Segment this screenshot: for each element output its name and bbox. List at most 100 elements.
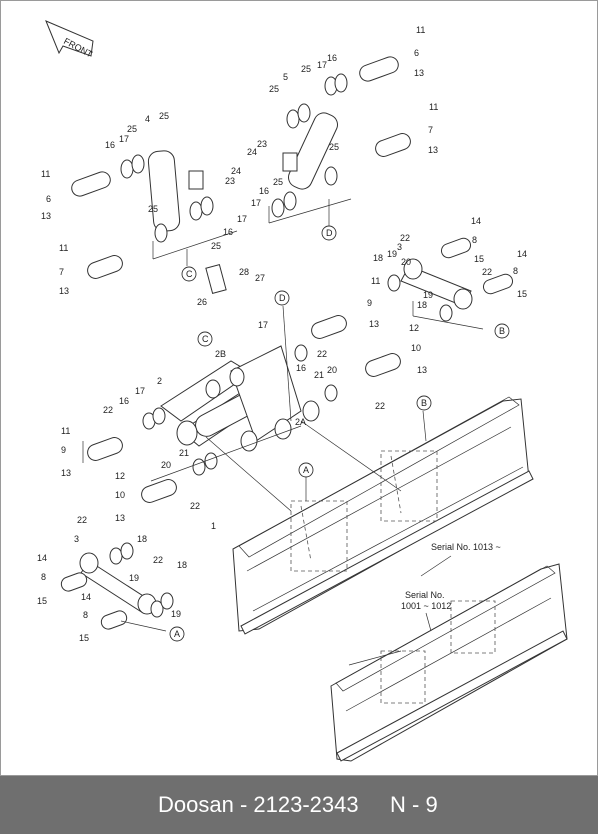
blade-small	[330, 563, 568, 762]
label-14-d: 14	[81, 592, 91, 602]
label-22-g: 22	[77, 515, 87, 525]
label-18-b: 18	[417, 300, 427, 310]
part-labels: 11 6 13 16 17 25 5 25 11 7 13 23 25 24 2…	[37, 25, 527, 643]
link-assembly-a	[60, 542, 174, 632]
callout-b-upper-text: B	[499, 326, 505, 336]
label-6: 6	[414, 48, 419, 58]
label-21: 21	[314, 370, 324, 380]
label-7-b: 7	[59, 267, 64, 277]
label-26: 26	[197, 297, 207, 307]
label-17-c: 17	[119, 134, 129, 144]
label-21-b: 21	[179, 448, 189, 458]
callout-c-upper-text: C	[186, 269, 193, 279]
callout-b-upper: B	[494, 323, 510, 339]
label-5: 5	[283, 72, 288, 82]
label-22-f: 22	[190, 501, 200, 511]
label-23-b: 23	[225, 176, 235, 186]
label-25-e: 25	[159, 111, 169, 121]
link-assembly-b	[387, 237, 514, 330]
label-15: 15	[474, 254, 484, 264]
label-20-b: 20	[327, 365, 337, 375]
front-arrow: FRONT	[45, 20, 95, 60]
label-12-b: 12	[115, 471, 125, 481]
callout-b-blade-text: B	[421, 398, 427, 408]
label-17-b: 17	[251, 198, 261, 208]
label-19: 19	[387, 249, 397, 259]
leader-d	[282, 305, 292, 422]
label-22-e: 22	[103, 405, 113, 415]
label-11-e: 11	[371, 276, 380, 286]
label-14: 14	[471, 216, 481, 226]
label-23-a: 23	[257, 139, 267, 149]
serial-note-old-line2: 1001 ~ 1012	[401, 601, 451, 611]
callout-d-upper-text: D	[326, 228, 333, 238]
label-8: 8	[472, 235, 477, 245]
label-22-h: 22	[153, 555, 163, 565]
label-4: 4	[145, 114, 150, 124]
label-25-d: 25	[273, 177, 283, 187]
label-13: 13	[414, 68, 424, 78]
label-16-c: 16	[105, 140, 115, 150]
label-16-d: 16	[223, 227, 233, 237]
footer-part-number: Doosan - 2123-2343	[158, 792, 359, 817]
label-8-d: 8	[83, 610, 88, 620]
callout-d-upper: D	[321, 225, 337, 241]
parts-diagram: FRONT	[0, 0, 598, 776]
leader-2a	[300, 420, 402, 492]
label-16-e: 16	[296, 363, 306, 373]
label-19-d: 19	[171, 609, 181, 619]
label-19-c: 19	[129, 573, 139, 583]
leader-serial-a	[420, 555, 452, 577]
callout-b-blade: B	[416, 395, 432, 411]
label-3: 3	[397, 242, 402, 252]
callout-d-mid: D	[274, 290, 290, 306]
label-20: 20	[401, 257, 411, 267]
blade-large	[232, 396, 534, 635]
callout-c-upper: C	[181, 266, 197, 282]
label-22-b: 22	[482, 267, 492, 277]
exploded-view-drawing: FRONT	[37, 20, 568, 762]
label-18-d: 18	[177, 560, 187, 570]
callout-a-lower-text: A	[174, 629, 180, 639]
label-24-b: 24	[231, 166, 241, 176]
label-14-b: 14	[517, 249, 527, 259]
label-7: 7	[428, 125, 433, 135]
label-8-b: 8	[513, 266, 518, 276]
label-17-d: 17	[237, 214, 247, 224]
footer-page-number: N - 9	[390, 792, 438, 817]
cylinder-assembly-c	[71, 150, 238, 294]
label-15-b: 15	[517, 289, 527, 299]
label-17-e: 17	[258, 320, 268, 330]
label-8-c: 8	[41, 572, 46, 582]
link-frame-assembly	[82, 315, 401, 503]
label-9: 9	[367, 298, 372, 308]
label-13-g: 13	[61, 468, 71, 478]
label-25-c: 25	[329, 142, 339, 152]
footer-bar: Doosan - 2123-2343 N - 9	[0, 776, 598, 834]
label-22-c: 22	[317, 349, 327, 359]
cylinder-assembly-d	[268, 56, 411, 226]
callout-a-blade-text: A	[303, 465, 309, 475]
label-13-f: 13	[417, 365, 427, 375]
label-11-d: 11	[59, 243, 68, 253]
label-2b: 2B	[215, 349, 226, 359]
label-13-e: 13	[369, 319, 379, 329]
label-24-a: 24	[247, 147, 257, 157]
label-12: 12	[409, 323, 419, 333]
serial-note-old-line1: Serial No.	[405, 590, 445, 600]
callout-c-mid-text: C	[202, 334, 209, 344]
label-11-b: 11	[429, 102, 438, 112]
label-10-b: 10	[115, 490, 125, 500]
label-1: 1	[211, 521, 216, 531]
label-17: 17	[317, 60, 327, 70]
label-9-b: 9	[61, 445, 66, 455]
leader-serial-b	[425, 612, 432, 632]
leader-b	[422, 410, 427, 442]
callout-a-blade: A	[298, 462, 314, 478]
label-14-c: 14	[37, 553, 47, 563]
label-16-f: 16	[119, 396, 129, 406]
label-15-c: 15	[37, 596, 47, 606]
leader-c	[205, 436, 292, 512]
label-18: 18	[373, 253, 383, 263]
label-27: 27	[255, 273, 265, 283]
